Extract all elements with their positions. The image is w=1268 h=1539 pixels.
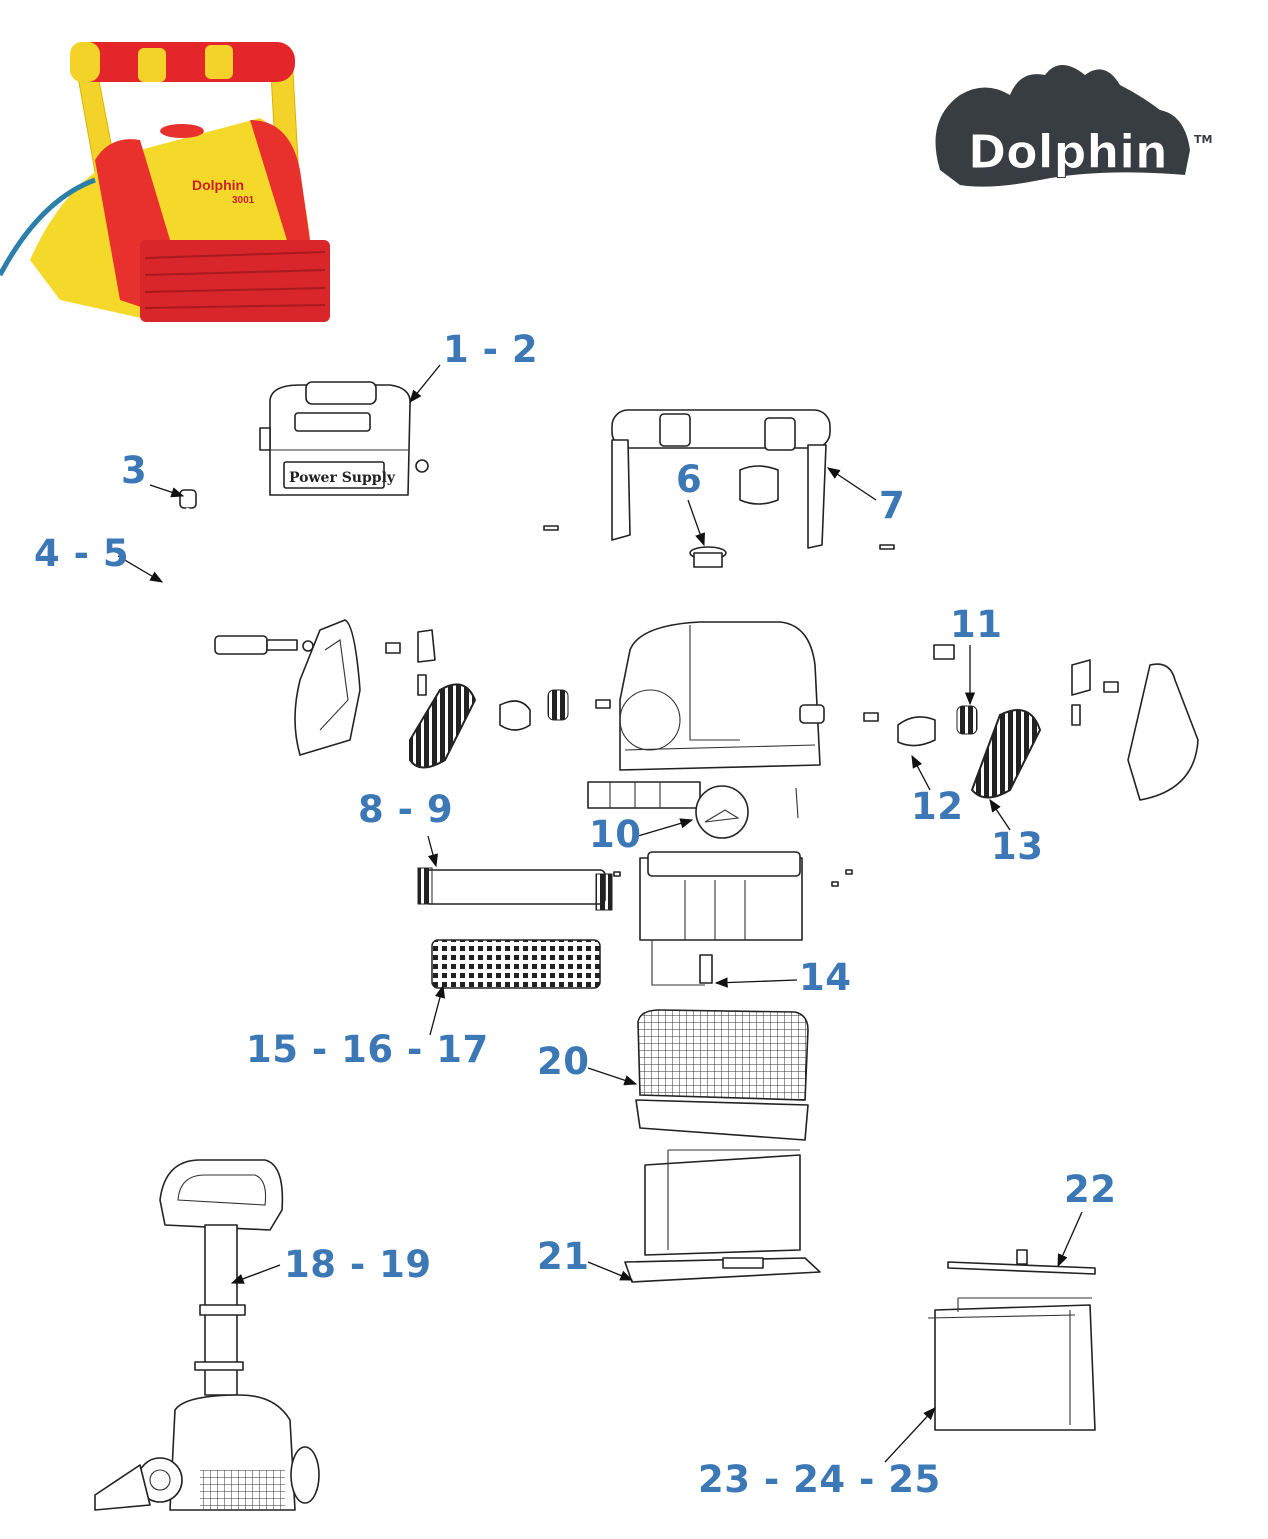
callout-3: 3 [121, 449, 148, 492]
impeller-part [587, 781, 799, 839]
callout-11: 11 [950, 603, 1003, 646]
callout-7: 7 [879, 484, 906, 527]
filter-bag-part [927, 1249, 1096, 1431]
handle-part [543, 409, 895, 568]
callout-14: 14 [799, 956, 852, 999]
floating-cable-part [165, 489, 314, 655]
left-side-panel-part [294, 619, 611, 769]
callout-21: 21 [537, 1235, 590, 1278]
power-supply-part: Power Supply [259, 381, 429, 496]
roller-and-filter-part [417, 851, 853, 989]
filter-bag-frame-part [624, 1149, 821, 1283]
callout-20: 20 [537, 1040, 590, 1083]
product-photo: Dolphin 3001 [0, 42, 330, 322]
filter-screen-part [635, 1009, 809, 1141]
callout-22: 22 [1064, 1168, 1117, 1211]
motor-housing-part [619, 621, 825, 771]
dolphin-logo: Dolphin TM [935, 65, 1212, 187]
right-side-panel-part [863, 644, 1199, 801]
callout-10: 10 [589, 813, 642, 856]
svg-text:Dolphin: Dolphin [192, 177, 244, 193]
callout-13: 13 [991, 825, 1044, 868]
svg-text:TM: TM [1194, 133, 1212, 146]
callout-6: 6 [676, 458, 703, 501]
svg-text:Dolphin: Dolphin [968, 125, 1168, 179]
callout-18-19: 18 - 19 [284, 1243, 432, 1286]
svg-text:3001: 3001 [232, 195, 255, 206]
callout-15-16-17: 15 - 16 - 17 [246, 1028, 489, 1071]
callout-8-9: 8 - 9 [358, 788, 454, 831]
callout-23-24-25: 23 - 24 - 25 [698, 1458, 941, 1501]
callout-1-2: 1 - 2 [443, 328, 539, 371]
power-supply-text: Power Supply [289, 470, 396, 486]
callout-4-5: 4 - 5 [34, 532, 130, 575]
caddy-cart-part [94, 1159, 320, 1511]
leader-lines [117, 364, 1083, 1463]
callout-12: 12 [911, 785, 964, 828]
